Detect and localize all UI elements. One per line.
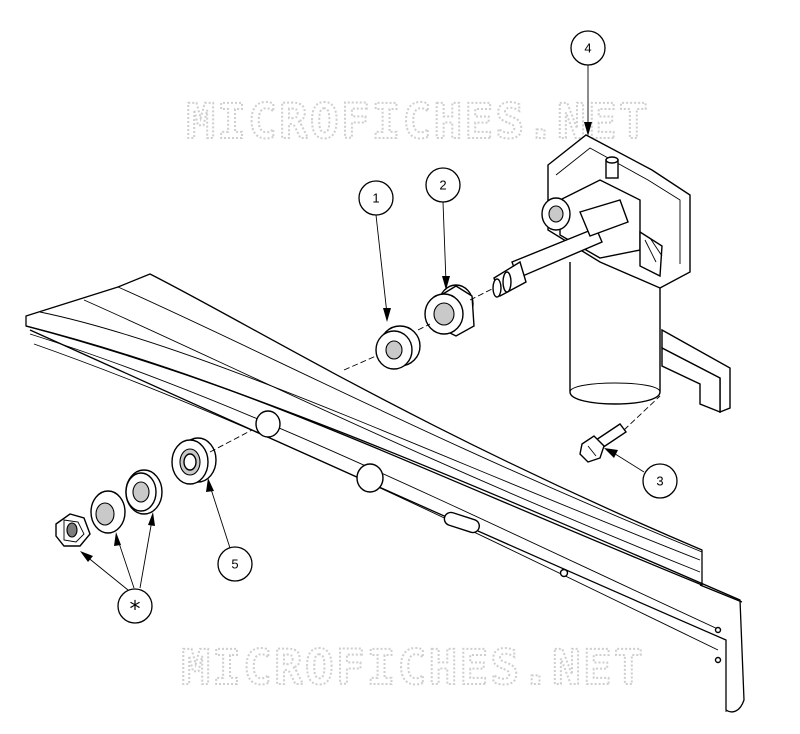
- callout-5-label: 5: [231, 557, 238, 572]
- hardware-washer-small: [90, 490, 126, 534]
- part-1-washer: [375, 325, 421, 370]
- rail-hole-3: [559, 568, 569, 578]
- callout-2-label: 2: [439, 178, 446, 193]
- callout-3-label: 3: [656, 474, 663, 489]
- callout-star: *: [117, 588, 153, 624]
- callout-3: 3: [642, 463, 678, 499]
- rail-hole-4: [714, 626, 722, 634]
- assembly-centerlines: [209, 287, 661, 453]
- rail-hole-2: [356, 463, 384, 493]
- hardware-nut: [55, 513, 91, 547]
- callout-2: 2: [425, 167, 461, 203]
- watermark-bottom: MICROFICHES.NET: [181, 640, 644, 696]
- rail-hole-5: [714, 656, 722, 664]
- callout-star-label: *: [130, 598, 141, 623]
- callout-1: 1: [358, 180, 394, 216]
- hardware-washer-large: [125, 469, 163, 515]
- part-5-grommet: [171, 437, 217, 485]
- callout-4-label: 4: [584, 41, 591, 56]
- callout-1-label: 1: [372, 191, 379, 206]
- part-3-bolt: [579, 423, 628, 463]
- motor-assembly: [492, 134, 731, 414]
- watermark-top: MICROFICHES.NET: [186, 94, 649, 150]
- callout-4: 4: [570, 30, 606, 66]
- frame-rail: [25, 273, 745, 713]
- callout-5: 5: [217, 546, 253, 582]
- leader-lines: [80, 65, 645, 591]
- rail-hole-1: [255, 410, 281, 438]
- rail-slot: [443, 511, 480, 534]
- part-2-spacer: [424, 284, 475, 337]
